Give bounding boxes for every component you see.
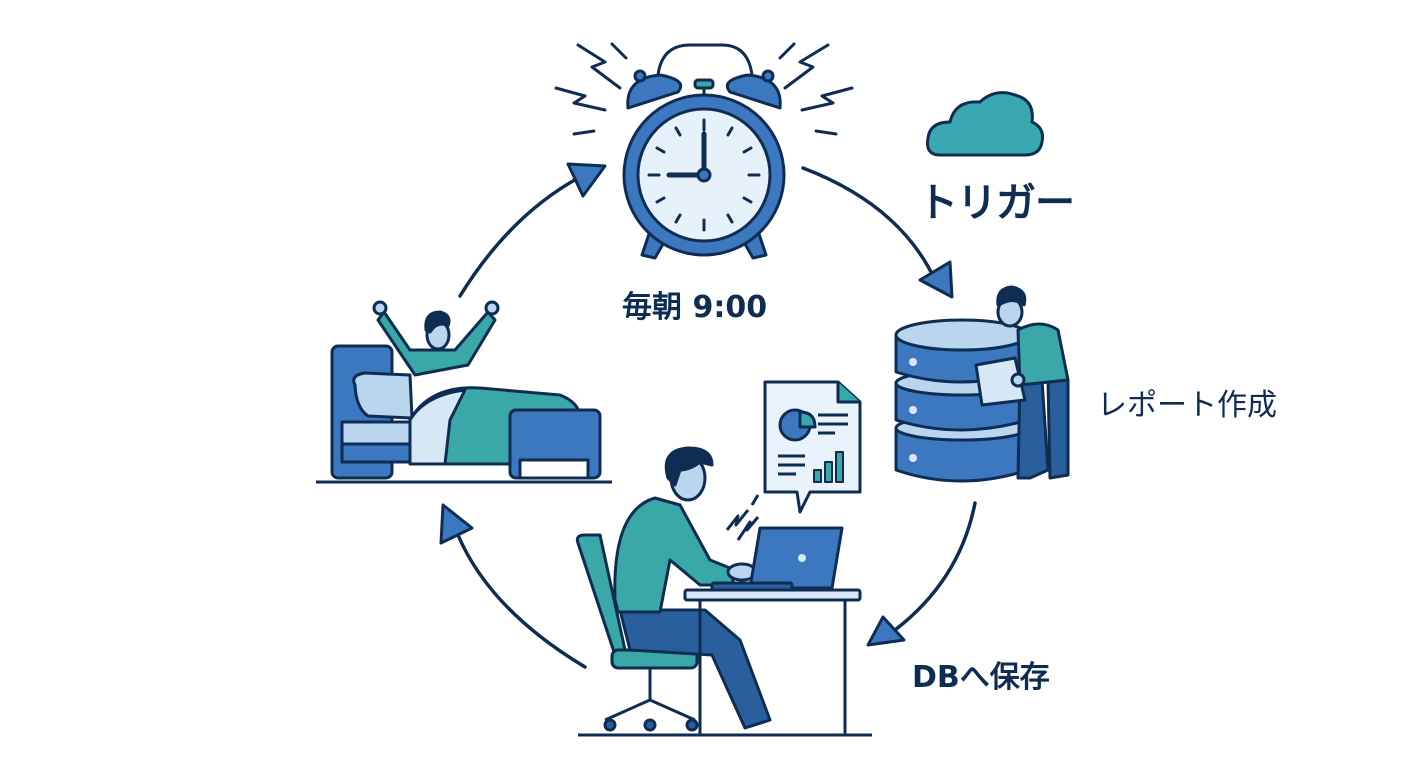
report-creation-label: レポート作成 [1097, 388, 1277, 423]
bed-waking-person-icon [316, 300, 612, 484]
laptop-worker-icon [575, 446, 872, 737]
alarm-clock-icon [554, 42, 854, 260]
trigger-label: トリガー [918, 180, 1075, 226]
arrow-clock-to-database [801, 166, 954, 299]
report-worker-person [974, 285, 1070, 480]
arrow-database-to-desk [866, 501, 977, 647]
arrow-desk-to-bed [439, 503, 587, 669]
ringing-lines [554, 42, 854, 136]
save-to-db-label: DBへ保存 [912, 660, 1050, 695]
report-document-bubble-icon [763, 380, 862, 514]
schedule-time-label: 毎朝 9:00 [622, 290, 768, 325]
arrow-bed-to-clock [458, 162, 607, 298]
cloud-icon [926, 91, 1044, 157]
